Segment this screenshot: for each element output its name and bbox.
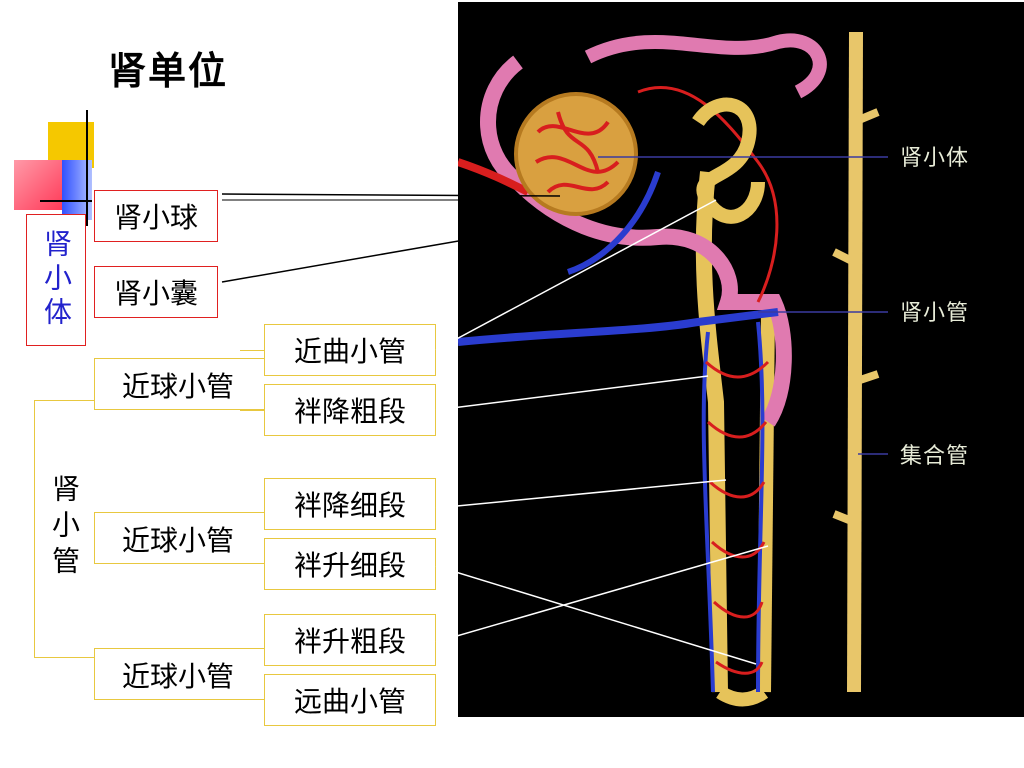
renal-tubule-bracket [34, 400, 94, 658]
item-text: 近曲小管 [293, 335, 406, 368]
renal-tubule-text: 肾小管 [48, 474, 81, 582]
item-proximal-convoluted: 近曲小管 [264, 324, 436, 376]
renal-corpuscle-text: 肾小体 [40, 229, 73, 331]
group1-connector-bottom [240, 410, 264, 411]
group2-bracket [94, 512, 264, 564]
item-text: 袢降细段 [293, 489, 406, 522]
decor-vertical-line [86, 110, 88, 226]
renal-corpuscle-label: 肾小体 [26, 214, 86, 346]
group3-text: 近球小管 [121, 660, 234, 693]
vein-shape [458, 308, 779, 346]
page-title: 肾单位 [108, 48, 229, 93]
item-text: 袢升粗段 [293, 625, 406, 658]
nephron-illustration: 肾小体 肾小管 集合管 [458, 2, 1024, 717]
group3-bracket [94, 648, 264, 700]
item-descending-thick: 袢降粗段 [264, 384, 436, 436]
renal-capsule-text: 肾小囊 [113, 277, 198, 310]
artery-shape [458, 158, 530, 196]
renal-tubule-label: 肾小管 [44, 468, 84, 588]
photo-label-tubule: 肾小管 [900, 301, 970, 326]
item-descending-thin: 袢降细段 [264, 478, 436, 530]
item-text: 远曲小管 [293, 685, 406, 718]
group1-label: 近球小管 [98, 360, 258, 410]
group1-connector-top [240, 350, 264, 351]
item-ascending-thick: 袢升粗段 [264, 614, 436, 666]
photo-label-corpuscle: 肾小体 [900, 146, 970, 171]
glomerulus-label: 肾小球 [94, 190, 218, 242]
group2-label: 近球小管 [98, 514, 258, 564]
nephron-drawing [458, 31, 888, 707]
group1-bracket [94, 358, 264, 410]
ascending-limb-shape [757, 311, 775, 693]
group3-label: 近球小管 [98, 650, 258, 700]
group1-text: 近球小管 [121, 370, 234, 403]
glomerulus-shape [514, 92, 638, 216]
item-text: 袢降粗段 [293, 395, 406, 428]
decor-horizontal-line [40, 200, 92, 202]
renal-capsule-label: 肾小囊 [94, 266, 218, 318]
item-text: 袢升细段 [293, 549, 406, 582]
collecting-duct-shape [847, 31, 863, 693]
photo-label-collecting-duct: 集合管 [900, 444, 970, 469]
group2-text: 近球小管 [121, 524, 234, 557]
item-ascending-thin: 袢升细段 [264, 538, 436, 590]
glomerulus-text: 肾小球 [113, 201, 198, 234]
item-distal-convoluted: 远曲小管 [264, 674, 436, 726]
